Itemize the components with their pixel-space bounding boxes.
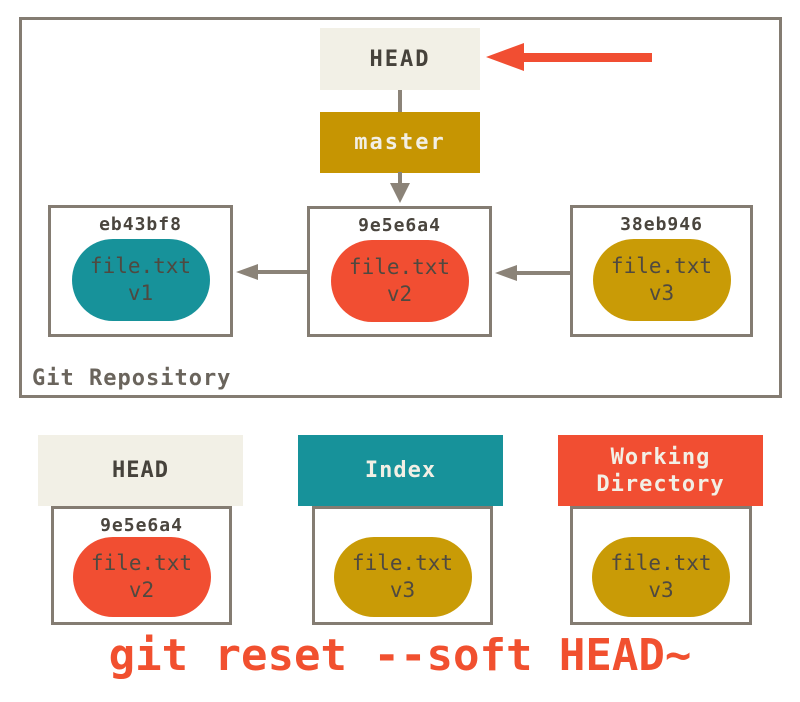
file-version: v2 (386, 282, 413, 306)
area-header-head-label: HEAD (112, 458, 169, 483)
arrow-commit2-to-commit1-stem (257, 270, 307, 274)
file-blob-index-v3: file.txt v3 (333, 537, 472, 617)
head-ref-label: HEAD (369, 46, 431, 72)
git-repository-label: Git Repository (32, 366, 232, 391)
area-header-working-directory: Working Directory (558, 435, 763, 506)
commit-hash: 38eb946 (620, 214, 703, 235)
red-arrow-head-icon (486, 43, 524, 71)
file-blob-v3: file.txt v3 (592, 239, 731, 321)
file-name: file.txt (610, 254, 713, 278)
file-blob-head-v2: file.txt v2 (72, 537, 211, 617)
arrow-commit3-to-commit2-head-icon (495, 265, 517, 281)
arrow-master-to-commit-head-icon (390, 183, 410, 203)
file-version: v3 (389, 578, 416, 602)
master-ref-box: master (320, 112, 480, 173)
area-header-index: Index (298, 435, 503, 506)
file-blob-workdir-v3: file.txt v3 (592, 537, 730, 617)
commit-box-9e5e6a4: 9e5e6a4 file.txt v2 (307, 206, 492, 337)
arrow-master-to-commit-stem (398, 172, 402, 184)
arrow-commit2-to-commit1-head-icon (236, 264, 258, 280)
caption-command: git reset --soft HEAD~ (108, 630, 692, 681)
file-version: v3 (648, 578, 674, 602)
file-name: file.txt (348, 255, 451, 279)
area-box-head: 9e5e6a4 file.txt v2 (51, 506, 232, 625)
file-version: v2 (128, 578, 155, 602)
area-box-working-directory: file.txt v3 (570, 506, 752, 625)
commit-hash: 9e5e6a4 (358, 215, 441, 236)
file-version: v3 (648, 281, 675, 305)
master-ref-label: master (354, 130, 446, 155)
file-name: file.txt (351, 551, 454, 575)
file-name: file.txt (610, 551, 712, 575)
commit-box-38eb946: 38eb946 file.txt v3 (570, 205, 753, 337)
area-header-working-directory-label: Working Directory (596, 444, 725, 497)
head-ref-box: HEAD (320, 28, 480, 90)
file-blob-v1: file.txt v1 (71, 239, 210, 321)
arrow-commit3-to-commit2-stem (516, 271, 570, 275)
git-repository-box (19, 17, 782, 398)
commit-hash: 9e5e6a4 (100, 515, 183, 536)
file-name: file.txt (90, 551, 193, 575)
connector-head-master (398, 90, 402, 112)
area-header-index-label: Index (364, 458, 437, 483)
red-arrow-stem (522, 53, 652, 62)
file-blob-v2: file.txt v2 (330, 240, 469, 322)
file-name: file.txt (89, 254, 192, 278)
commit-hash: eb43bf8 (99, 214, 182, 235)
area-box-index: file.txt v3 (312, 506, 493, 625)
file-version: v1 (127, 281, 154, 305)
area-header-head: HEAD (38, 435, 243, 506)
commit-box-eb43bf8: eb43bf8 file.txt v1 (48, 205, 233, 337)
